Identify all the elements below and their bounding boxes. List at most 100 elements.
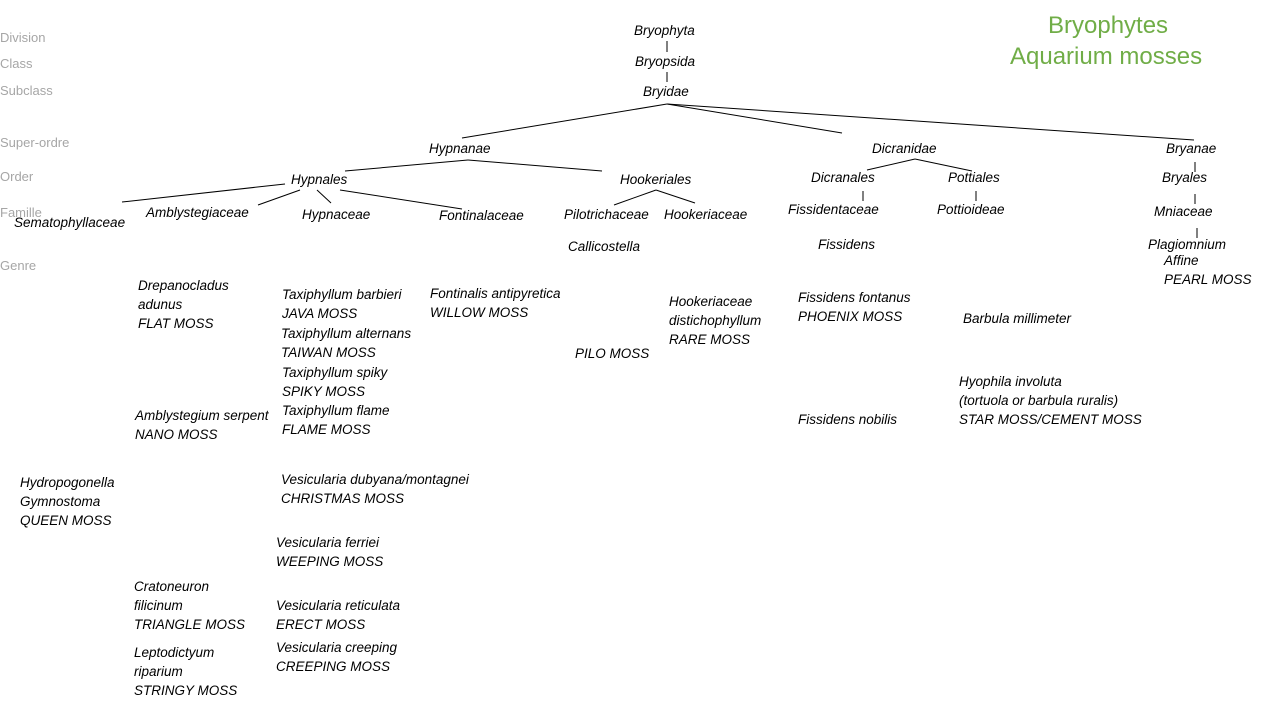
edge-hypnanae-hookeriales — [467, 159, 603, 172]
species-leptodictyum: Leptodictyum riparium STRINGY MOSS — [134, 643, 237, 700]
edge-dicranidae-dicranales — [866, 158, 916, 171]
rank-label-order: Order — [0, 169, 34, 184]
species-common-name: PILO MOSS — [575, 346, 650, 361]
taxon-pottiales: Pottiales — [948, 170, 1000, 185]
taxon-sematophyllaceae: Sematophyllaceae — [14, 215, 126, 230]
species-common-name: FLAT MOSS — [138, 316, 214, 331]
edge-hookeriales-pilotrichaceae — [613, 189, 657, 206]
species-common-name: FLAME MOSS — [282, 422, 371, 437]
species-latin-name: Amblystegium serpent — [135, 408, 269, 423]
species-hookeriaceae-distichophyllum: Hookeriaceae distichophyllum RARE MOSS — [669, 292, 761, 349]
species-vesicularia-ferriei: Vesicularia ferriei WEEPING MOSS — [276, 533, 383, 571]
species-barbula: Barbula millimeter — [963, 309, 1071, 328]
taxon-bryidae: Bryidae — [643, 84, 689, 99]
species-latin-name: Taxiphyllum barbieri — [282, 287, 402, 302]
species-common-name: QUEEN MOSS — [20, 513, 112, 528]
species-taxiphyllum-spiky: Taxiphyllum spiky SPIKY MOSS — [282, 363, 387, 401]
species-common-name: TAIWAN MOSS — [281, 345, 376, 360]
species-fontinalis: Fontinalis antipyretica WILLOW MOSS — [430, 284, 561, 322]
species-plagiomnium-affine: Affine PEARL MOSS — [1164, 251, 1252, 289]
taxon-hypnales: Hypnales — [291, 172, 348, 187]
rank-label-genus: Genre — [0, 258, 37, 273]
taxon-plagiomnium: Plagiomnium — [1148, 237, 1227, 252]
species-latin-name: Vesicularia dubyana/montagnei — [281, 472, 469, 487]
taxon-bryales: Bryales — [1162, 170, 1208, 185]
species-latin-name: Fissidens nobilis — [798, 412, 898, 427]
edge-hypnanae-hypnales — [344, 159, 469, 172]
species-common-name: STAR MOSS/CEMENT MOSS — [959, 412, 1142, 427]
taxon-mniaceae: Mniaceae — [1154, 204, 1213, 219]
rank-label-division: Division — [0, 30, 46, 45]
edge-bryidae-dicranidae — [666, 103, 843, 134]
rank-label-subclass: Subclass — [0, 83, 53, 98]
species-latin-name: Fontinalis antipyretica — [430, 286, 561, 301]
species-vesicularia-dubyana: Vesicularia dubyana/montagnei CHRISTMAS … — [281, 470, 469, 508]
species-drepanocladus: Drepanocladus adunus FLAT MOSS — [138, 276, 229, 333]
edge-dicranidae-pottiales — [914, 158, 973, 172]
species-latin-name: distichophyllum — [669, 313, 762, 328]
species-latin-name: Vesicularia ferriei — [276, 535, 380, 550]
species-pilo: PILO MOSS — [575, 344, 649, 363]
species-latin-name: filicinum — [134, 598, 183, 613]
species-latin-name: Fissidens fontanus — [798, 290, 911, 305]
species-common-name: ERECT MOSS — [276, 617, 366, 632]
edge-hypnales-amblystegiaceae — [257, 189, 301, 206]
species-latin-name: Leptodictyum — [134, 645, 215, 660]
edge-hypnales-fontinalaceae — [339, 189, 463, 210]
species-cratoneuron: Cratoneuron filicinum TRIANGLE MOSS — [134, 577, 245, 634]
taxon-hookeriales: Hookeriales — [620, 172, 692, 187]
edge-hookeriales-hookeriaceae — [655, 189, 696, 204]
species-latin-name: Hyophila involuta — [959, 374, 1062, 389]
species-taxiphyllum-barbieri: Taxiphyllum barbieri JAVA MOSS — [282, 285, 402, 323]
species-latin-name: Taxiphyllum spiky — [282, 365, 388, 380]
taxon-bryophyta: Bryophyta — [634, 23, 695, 38]
taxon-fontinalaceae: Fontinalaceae — [439, 208, 524, 223]
edge-hypnales-hypnaceae — [316, 189, 332, 204]
species-common-name: NANO MOSS — [135, 427, 218, 442]
species-latin-name: Hydropogonella — [20, 475, 115, 490]
species-latin-name: (tortuola or barbula ruralis) — [959, 393, 1119, 408]
species-common-name: JAVA MOSS — [282, 306, 358, 321]
species-latin-name: Barbula millimeter — [963, 311, 1072, 326]
species-fissidens-fontanus: Fissidens fontanus PHOENIX MOSS — [798, 288, 911, 326]
species-latin-name: Vesicularia reticulata — [276, 598, 401, 613]
species-common-name: WILLOW MOSS — [430, 305, 529, 320]
species-latin-name: Affine — [1164, 253, 1199, 268]
species-latin-name: riparium — [134, 664, 183, 679]
rank-label-class: Class — [0, 56, 33, 71]
species-hyophila: Hyophila involuta (tortuola or barbula r… — [959, 372, 1142, 429]
species-common-name: CHRISTMAS MOSS — [281, 491, 405, 506]
taxon-fissidentaceae: Fissidentaceae — [788, 202, 879, 217]
taxon-hypnanae: Hypnanae — [429, 141, 491, 156]
taxon-dicranidae: Dicranidae — [872, 141, 937, 156]
species-hydropogonella: Hydropogonella Gymnostoma QUEEN MOSS — [20, 473, 115, 530]
taxon-dicranales: Dicranales — [811, 170, 875, 185]
taxon-hypnaceae: Hypnaceae — [302, 207, 371, 222]
taxon-callicostella: Callicostella — [568, 239, 641, 254]
species-latin-name: Vesicularia creeping — [276, 640, 398, 655]
taxon-amblystegiaceae: Amblystegiaceae — [146, 205, 249, 220]
species-latin-name: Cratoneuron — [134, 579, 210, 594]
taxon-hookeriaceae: Hookeriaceae — [664, 207, 748, 222]
edge-hypnales-sematophyllaceae — [121, 183, 286, 203]
species-common-name: STRINGY MOSS — [134, 683, 238, 698]
taxon-bryopsida: Bryopsida — [635, 54, 696, 69]
species-latin-name: Taxiphyllum alternans — [281, 326, 412, 341]
species-common-name: TRIANGLE MOSS — [134, 617, 246, 632]
rank-label-family: Famille — [0, 205, 42, 220]
rank-label-superorder: Super-ordre — [0, 135, 70, 150]
taxon-fissidens: Fissidens — [818, 237, 876, 252]
taxon-pilotrichaceae: Pilotrichaceae — [564, 207, 649, 222]
taxon-pottioideae: Pottioideae — [937, 202, 1005, 217]
species-common-name: CREEPING MOSS — [276, 659, 391, 674]
species-common-name: SPIKY MOSS — [282, 384, 366, 399]
species-latin-name: Drepanocladus — [138, 278, 229, 293]
species-common-name: PHOENIX MOSS — [798, 309, 903, 324]
species-fissidens-nobilis: Fissidens nobilis — [798, 410, 897, 429]
species-latin-name: Gymnostoma — [20, 494, 101, 509]
species-vesicularia-reticulata: Vesicularia reticulata ERECT MOSS — [276, 596, 400, 634]
species-amblystegium: Amblystegium serpent NANO MOSS — [135, 406, 269, 444]
species-common-name: PEARL MOSS — [1164, 272, 1252, 287]
species-taxiphyllum-flame: Taxiphyllum flame FLAME MOSS — [282, 401, 390, 439]
